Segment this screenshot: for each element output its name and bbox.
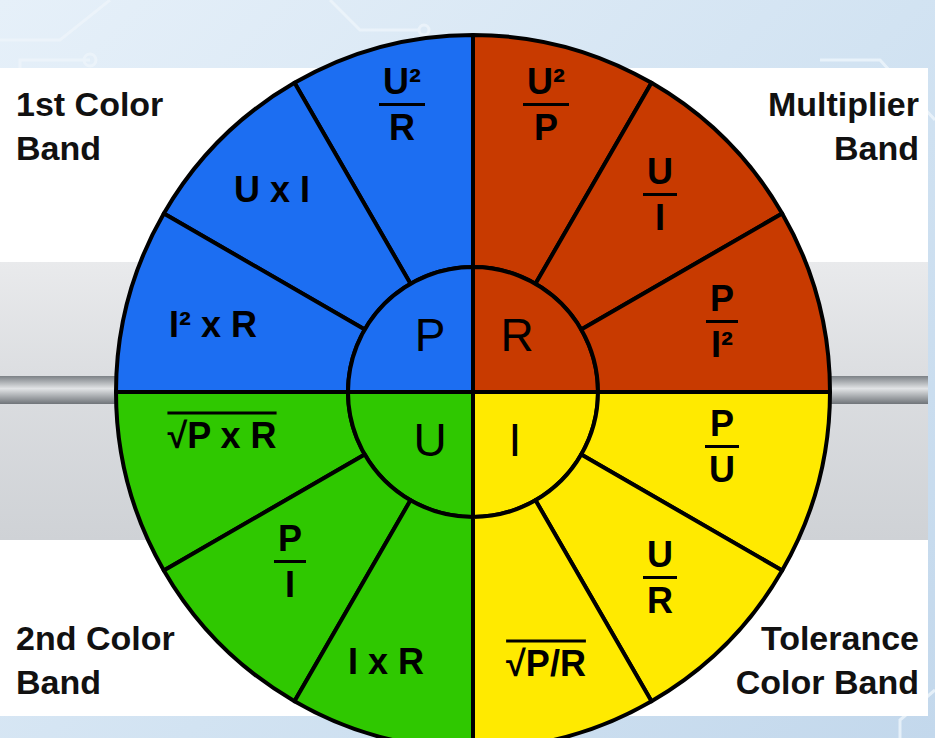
sector-shape bbox=[348, 267, 473, 392]
fraction: UR bbox=[647, 537, 673, 619]
sector-outline bbox=[290, 496, 477, 738]
formula-text: I x R bbox=[348, 644, 424, 680]
fraction-bar bbox=[379, 103, 425, 106]
formula-text: I² x R bbox=[169, 307, 257, 343]
sector-shape bbox=[473, 500, 652, 738]
fraction-bar bbox=[643, 576, 677, 579]
numerator: P bbox=[710, 281, 734, 317]
fraction-bar bbox=[705, 445, 739, 448]
numerator: U² bbox=[527, 64, 565, 100]
fraction-bar bbox=[523, 103, 569, 106]
numerator: U bbox=[647, 537, 673, 573]
sector-outline bbox=[344, 263, 477, 396]
fraction-bar bbox=[643, 193, 677, 196]
denominator: I bbox=[285, 567, 295, 603]
denominator: I² bbox=[711, 327, 733, 363]
denominator: U bbox=[709, 452, 735, 488]
band-label: 1st Color Band bbox=[16, 82, 208, 170]
formula-sector: I x R bbox=[290, 496, 477, 738]
formula-sector: I² x R bbox=[112, 209, 369, 396]
quantity-letter: R bbox=[500, 312, 533, 358]
sector-shape bbox=[581, 214, 830, 393]
numerator: P bbox=[278, 521, 302, 557]
formula-sector: P I² bbox=[577, 209, 834, 396]
fraction: UI bbox=[647, 154, 673, 236]
fraction-bar bbox=[274, 560, 306, 563]
denominator: I bbox=[655, 200, 665, 236]
fraction: PU bbox=[709, 406, 735, 488]
sector-outline bbox=[469, 496, 656, 738]
sector-outline bbox=[112, 209, 369, 396]
numerator: U bbox=[647, 154, 673, 190]
numerator: P bbox=[710, 406, 734, 442]
fraction-bar bbox=[706, 320, 738, 323]
fraction: PI bbox=[278, 521, 302, 603]
fraction: U² R bbox=[383, 64, 421, 146]
sector-shape bbox=[116, 214, 365, 393]
quantity-letter: I bbox=[509, 417, 522, 463]
sector-shape bbox=[295, 500, 474, 738]
fraction: U² P bbox=[527, 64, 565, 146]
formula-text: U x I bbox=[234, 172, 310, 208]
formula-text: √P/R bbox=[506, 643, 586, 682]
band-label: 2nd Color Band bbox=[16, 616, 208, 704]
denominator: R bbox=[389, 110, 415, 146]
quantity-letter: P bbox=[415, 312, 446, 358]
band-label: Tolerance Color Band bbox=[727, 616, 919, 704]
fraction: P I² bbox=[710, 281, 734, 363]
numerator: U² bbox=[383, 64, 421, 100]
sector-outline bbox=[577, 209, 834, 396]
denominator: P bbox=[534, 110, 558, 146]
quantity-letter: U bbox=[413, 417, 446, 463]
formula-text: √P x R bbox=[167, 415, 276, 454]
quantity-quadrant: P bbox=[344, 263, 477, 396]
formula-sector: √P/R bbox=[469, 496, 656, 738]
denominator: R bbox=[647, 583, 673, 619]
band-label: Multiplier Band bbox=[727, 82, 919, 170]
